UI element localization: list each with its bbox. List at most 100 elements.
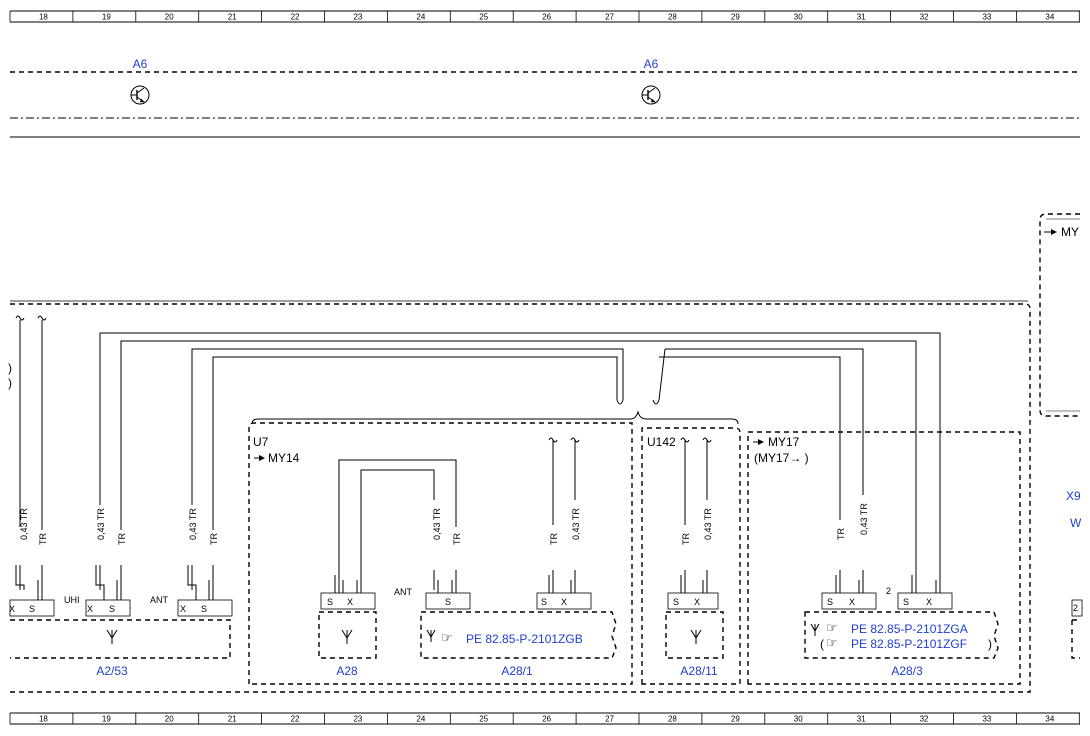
svg-text:S: S [903, 597, 909, 607]
svg-text:X: X [849, 597, 855, 607]
ruler-column-number: 31 [857, 13, 866, 22]
ruler-column-number: 20 [165, 715, 174, 724]
reference-link-a28-3-zga[interactable]: PE 82.85-P-2101ZGA [851, 622, 968, 636]
wire-tilde-markers [15, 315, 712, 443]
ruler-column-number: 22 [291, 13, 300, 22]
ruler-column-number: 32 [920, 715, 929, 724]
ruler-column-number: 30 [794, 715, 803, 724]
tag-ant-a28-1: ANT [394, 587, 413, 597]
ruler-column-number: 33 [982, 13, 991, 22]
svg-text:S: S [327, 597, 333, 607]
edge-label-x9[interactable]: X9 [1066, 489, 1081, 503]
component-a28-1-box[interactable] [420, 611, 617, 659]
component-a28-3-box[interactable] [804, 611, 999, 659]
component-a28-1-label[interactable]: A28/1 [501, 664, 533, 678]
svg-text:X: X [347, 597, 353, 607]
svg-text:X: X [180, 604, 186, 614]
component-a28-label[interactable]: A28 [336, 664, 358, 678]
component-a2-53-box[interactable] [10, 619, 231, 659]
ruler-column-number: 25 [479, 13, 488, 22]
pin-number-2: 2 [886, 586, 891, 596]
svg-text:): ) [8, 376, 12, 390]
pin-labels: X S X S X S S X S S X S X S X S X [9, 597, 932, 614]
transistor-icon [641, 85, 661, 105]
group-u7-note: MY14 [268, 451, 300, 465]
ruler-column-number: 34 [1045, 13, 1054, 22]
wire-label: TR [452, 533, 462, 545]
svg-text:S: S [109, 604, 115, 614]
wire-label: TR [209, 533, 219, 545]
ruler-column-number: 23 [353, 13, 362, 22]
antenna-icon [426, 629, 436, 642]
group-u142-frame [641, 427, 741, 685]
component-a2-53-label[interactable]: A2/53 [96, 664, 128, 678]
connector-strips [9, 592, 1083, 617]
pointing-hand-icon: ☞ [826, 636, 838, 651]
pointing-hand-icon: ☞ [826, 621, 838, 636]
wire-label: TR [38, 533, 48, 545]
ruler-column-number: 19 [102, 13, 111, 22]
ruler-column-number: 26 [542, 13, 551, 22]
svg-text:X: X [87, 604, 93, 614]
ruler-column-number: 26 [542, 715, 551, 724]
ruler-column-number: 33 [982, 715, 991, 724]
wire-label: TR [549, 533, 559, 545]
wire-label: TR [681, 533, 691, 545]
svg-text:S: S [541, 597, 547, 607]
transistor-a6-label-2[interactable]: A6 [644, 57, 659, 71]
paren-open: ( [820, 637, 824, 651]
edge-pin-2: 2 [1073, 603, 1078, 613]
group-my17-title: MY17 [768, 435, 800, 449]
ruler-column-number: 29 [731, 715, 740, 724]
svg-text:X: X [9, 604, 15, 614]
antenna-icon [106, 629, 118, 644]
component-a28-11-box[interactable] [665, 611, 724, 659]
ruler-column-number: 24 [416, 715, 425, 724]
svg-text:S: S [445, 597, 451, 607]
component-a28-3-label[interactable]: A28/3 [891, 664, 923, 678]
wire-label: 0,43 TR [859, 503, 869, 535]
ruler-column-number: 23 [353, 715, 362, 724]
component-a28-box[interactable] [318, 611, 377, 659]
antenna-icon [341, 629, 353, 644]
wire-label: TR [836, 528, 846, 540]
component-a28-11-label[interactable]: A28/11 [680, 664, 717, 678]
right-partial-title: MY [1061, 225, 1079, 239]
svg-text:): ) [8, 361, 12, 375]
ruler-column-number: 18 [39, 715, 48, 724]
wire-label: TR [117, 533, 127, 545]
ruler-column-number: 32 [920, 13, 929, 22]
wire-label: 0,43 TR [432, 508, 442, 540]
group-brace [251, 410, 739, 425]
ruler-column-number: 19 [102, 715, 111, 724]
antenna-icon [810, 623, 820, 636]
svg-text:S: S [29, 604, 35, 614]
ruler-column-number: 29 [731, 13, 740, 22]
transistor-a6-label[interactable]: A6 [133, 57, 148, 71]
svg-text:S: S [673, 597, 679, 607]
reference-link-a28-3-zgf[interactable]: PE 82.85-P-2101ZGF [851, 637, 967, 651]
wire-routes [19, 320, 941, 600]
svg-text:X: X [926, 597, 932, 607]
tag-uhi: UHI [64, 595, 80, 605]
svg-text:S: S [201, 604, 207, 614]
ruler-column-number: 30 [794, 13, 803, 22]
ruler-column-number: 31 [857, 715, 866, 724]
ruler-column-number: 20 [165, 13, 174, 22]
tag-ant: ANT [150, 595, 169, 605]
ruler-column-number: 27 [605, 715, 614, 724]
paren-close: ) [988, 637, 992, 651]
pointing-hand-icon: ☞ [441, 631, 453, 646]
group-my17-frame [747, 431, 1021, 685]
svg-text:S: S [827, 597, 833, 607]
outer-module-frame [10, 303, 1031, 693]
wire-label: 0,43 TR [188, 508, 198, 540]
reference-link-a28-1[interactable]: PE 82.85-P-2101ZGB [466, 632, 583, 646]
right-partial-frame [1039, 213, 1080, 417]
edge-label-w[interactable]: W [1070, 516, 1082, 530]
ruler-column-number: 34 [1045, 715, 1054, 724]
antenna-icon [690, 629, 702, 644]
group-my17-note: (MY17→ ) [754, 451, 809, 465]
